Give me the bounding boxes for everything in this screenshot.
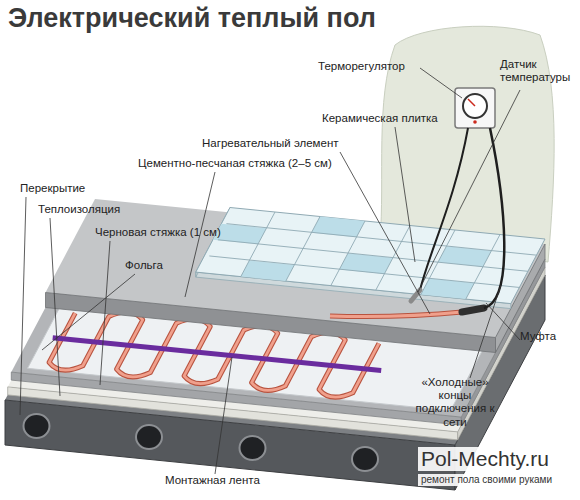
temperature-sensor <box>411 290 420 301</box>
leader-line <box>420 68 462 98</box>
tile <box>421 278 475 299</box>
callout-label: «Холодные» концы подключения к сети <box>412 376 498 429</box>
tile-joint <box>209 256 519 288</box>
sensor-wire <box>420 128 468 290</box>
heating-cable-end-outline <box>330 312 462 317</box>
coupling <box>462 308 484 312</box>
callout-label: Цементно-песчаная стяжка (2–5 см) <box>138 157 332 170</box>
callout-label: Черновая стяжка (1 см) <box>95 226 221 239</box>
callout-label: Нагревательный элемент <box>202 137 339 150</box>
leader-line <box>100 241 110 385</box>
leader-line <box>42 274 135 350</box>
leader-lines <box>20 68 520 474</box>
callout-label: Муфта <box>520 330 556 343</box>
cement-screed-front <box>46 293 496 353</box>
tile <box>438 246 492 267</box>
diagram-title: Электрический теплый пол <box>8 4 376 34</box>
leader-line <box>395 127 415 262</box>
tile-joint <box>226 224 536 256</box>
slab-hole <box>24 414 50 438</box>
callout-label: Монтажная лента <box>165 474 260 487</box>
slab-hole <box>352 447 378 471</box>
callout-label: Датчик температуры <box>500 58 576 84</box>
leader-line <box>470 285 501 378</box>
callout-label: Фольга <box>125 259 163 272</box>
thermostat-needle <box>468 99 475 106</box>
tile-joint <box>218 240 528 271</box>
tile-joints <box>209 212 536 299</box>
leader-line <box>340 152 430 314</box>
cement-screed-top <box>46 199 546 338</box>
heating-cable-end <box>330 312 462 317</box>
thermostat-lamp <box>473 120 477 124</box>
leader-line <box>50 218 60 396</box>
callout-label: Терморегулятор <box>318 60 405 73</box>
slab-hole <box>240 436 266 460</box>
leader-line <box>215 357 232 474</box>
leader-line <box>20 197 26 415</box>
tile <box>311 217 365 238</box>
watermark: ремонт пола своими руками <box>418 474 555 486</box>
watermark: Pol-Mechty.ru <box>418 447 552 471</box>
leader-line <box>486 303 520 340</box>
callout-label: Керамическая плитка <box>322 112 438 125</box>
tile-surface <box>196 208 545 304</box>
thermostat-body <box>455 88 495 128</box>
slab-hole <box>136 425 162 449</box>
callout-label: Теплоизоляция <box>38 203 120 216</box>
thermostat-dial <box>463 94 487 118</box>
callout-label: Перекрытие <box>20 182 85 195</box>
